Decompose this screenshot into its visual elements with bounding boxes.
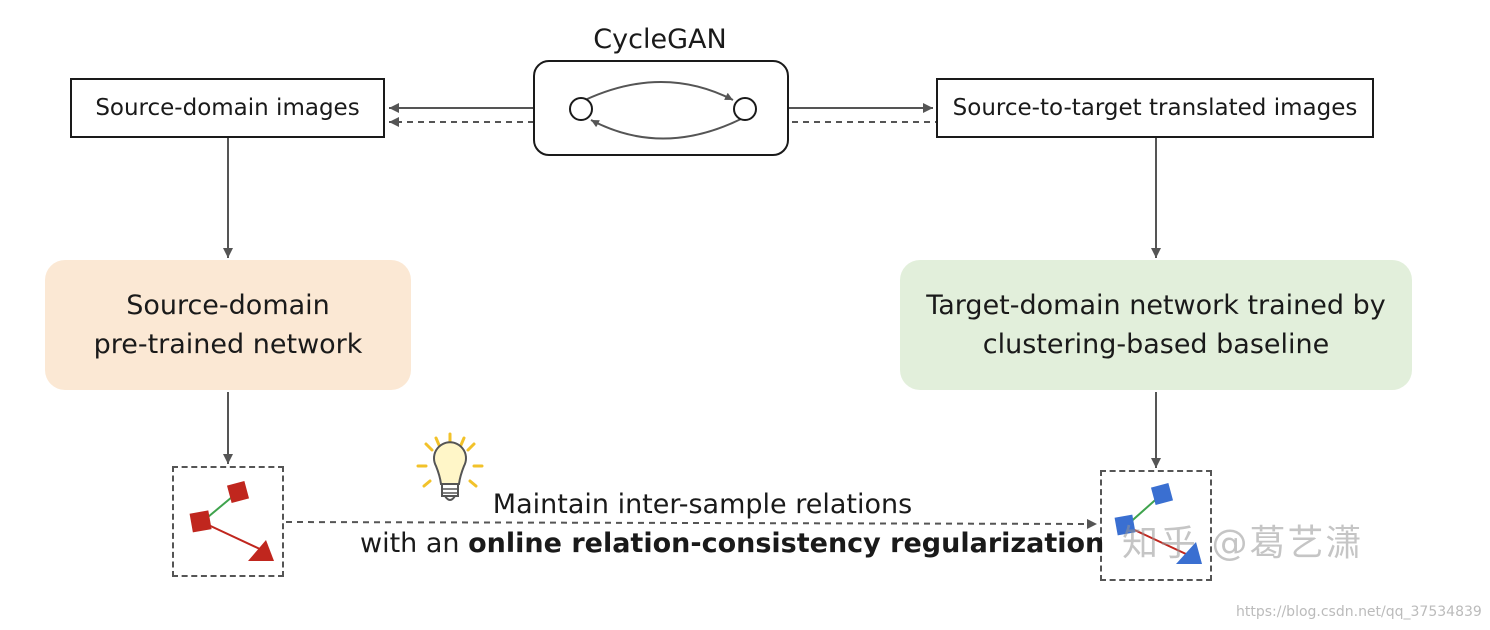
translated-images-label: Source-to-target translated images [952, 95, 1358, 121]
caption-line2: with an online relation-consistency regu… [360, 528, 1104, 559]
cycle-icon [569, 81, 757, 140]
sample-square-b [1114, 514, 1136, 536]
dashed-arrow-relation-transfer [285, 518, 1098, 529]
sample-square-b [189, 510, 212, 533]
source-relation-graph [189, 480, 274, 561]
sample-square-a [226, 480, 250, 504]
target-relation-graph [1114, 482, 1202, 564]
source-relation-box [172, 466, 284, 577]
target-network-card: Target-domain network trained by cluster… [900, 260, 1412, 390]
source-network-label-line1: Source-domain [126, 290, 330, 321]
sample-square-a [1150, 482, 1174, 506]
source-domain-images-box: Source-domain images [70, 78, 385, 138]
target-network-label-line1: Target-domain network trained by [926, 290, 1386, 321]
caption-line2-bold: online relation-consistency regularizati… [468, 528, 1105, 559]
sample-triangle [248, 540, 274, 561]
source-network-card: Source-domain pre-trained network [45, 260, 411, 390]
generator-node-right [733, 97, 757, 121]
sample-triangle [1176, 542, 1202, 564]
generator-node-left [569, 97, 593, 121]
translated-images-box: Source-to-target translated images [936, 78, 1374, 138]
caption-line2-prefix: with an [360, 528, 469, 559]
target-network-label-line2: clustering-based baseline [982, 329, 1330, 360]
zhihu-watermark: 知乎 @葛艺潇 [1122, 523, 1364, 564]
source-domain-images-label: Source-domain images [95, 95, 360, 121]
cyclegan-label: CycleGAN [593, 24, 727, 55]
target-relation-box [1100, 470, 1212, 581]
cyclegan-box [533, 60, 789, 156]
source-network-label-line2: pre-trained network [93, 329, 363, 360]
caption-line1: Maintain inter-sample relations [492, 489, 913, 520]
url-watermark: https://blog.csdn.net/qq_37534839 [1236, 604, 1482, 620]
